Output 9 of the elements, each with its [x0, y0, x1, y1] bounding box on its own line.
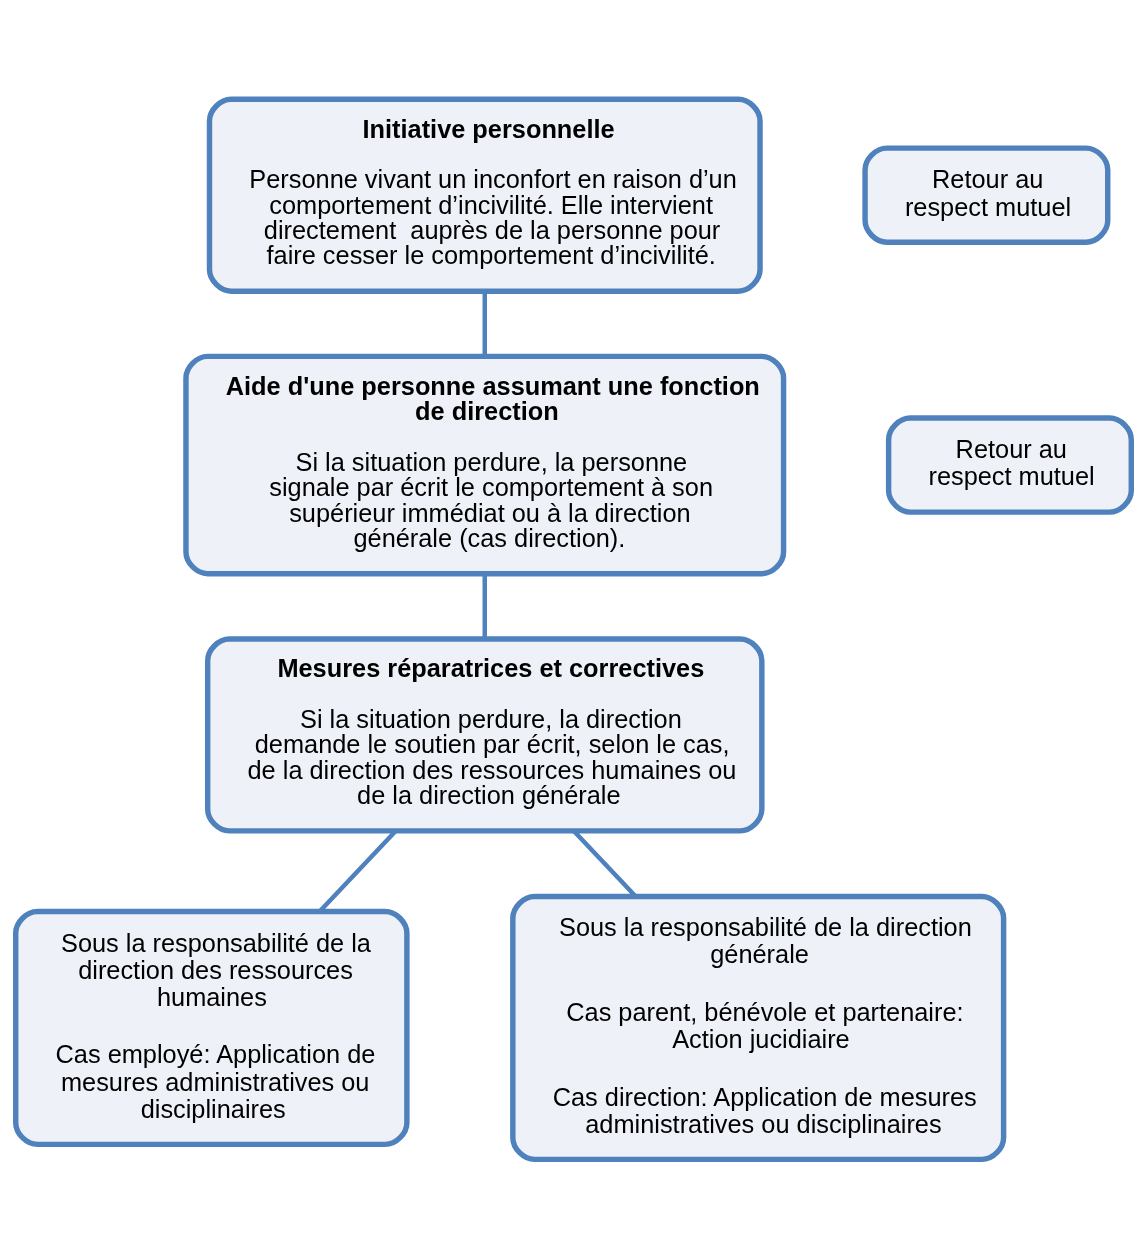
node-box: Retour au respect mutuel	[862, 144, 1111, 245]
connector	[482, 573, 488, 639]
node-box: Sous la responsabilité de la direction générale Cas parent, bénévole et partenaire: Action jucidiaire Cas direction: Application de mesures administratives ou disciplinaires	[510, 893, 1007, 1162]
connector	[482, 291, 488, 356]
node-box: Retour au respect mutuel	[885, 414, 1134, 515]
node-box: Mesures réparatrices et correctives Si la situation perdure, la direction demande le soutien par écrit, selon le cas, de la direction des ressources humaines ou de la direction générale	[204, 635, 765, 834]
node-box: Initiative personnelle Personne vivant un inconfort en raison d’un comportement d’incivilité. Elle intervient directement auprès de la personne pour faire cesser le comportement d’incivilité.	[206, 96, 763, 294]
node-box: Sous la responsabilité de la direction des ressources humaines Cas employé: Application de mesures administratives ou disciplinaires	[13, 908, 410, 1147]
node-box: Aide d'une personne assumant une fonction de direction Si la situation perdure, la personne signale par écrit le comportement à son supérieur immédiat ou à la direction générale (cas direction).	[183, 353, 787, 576]
